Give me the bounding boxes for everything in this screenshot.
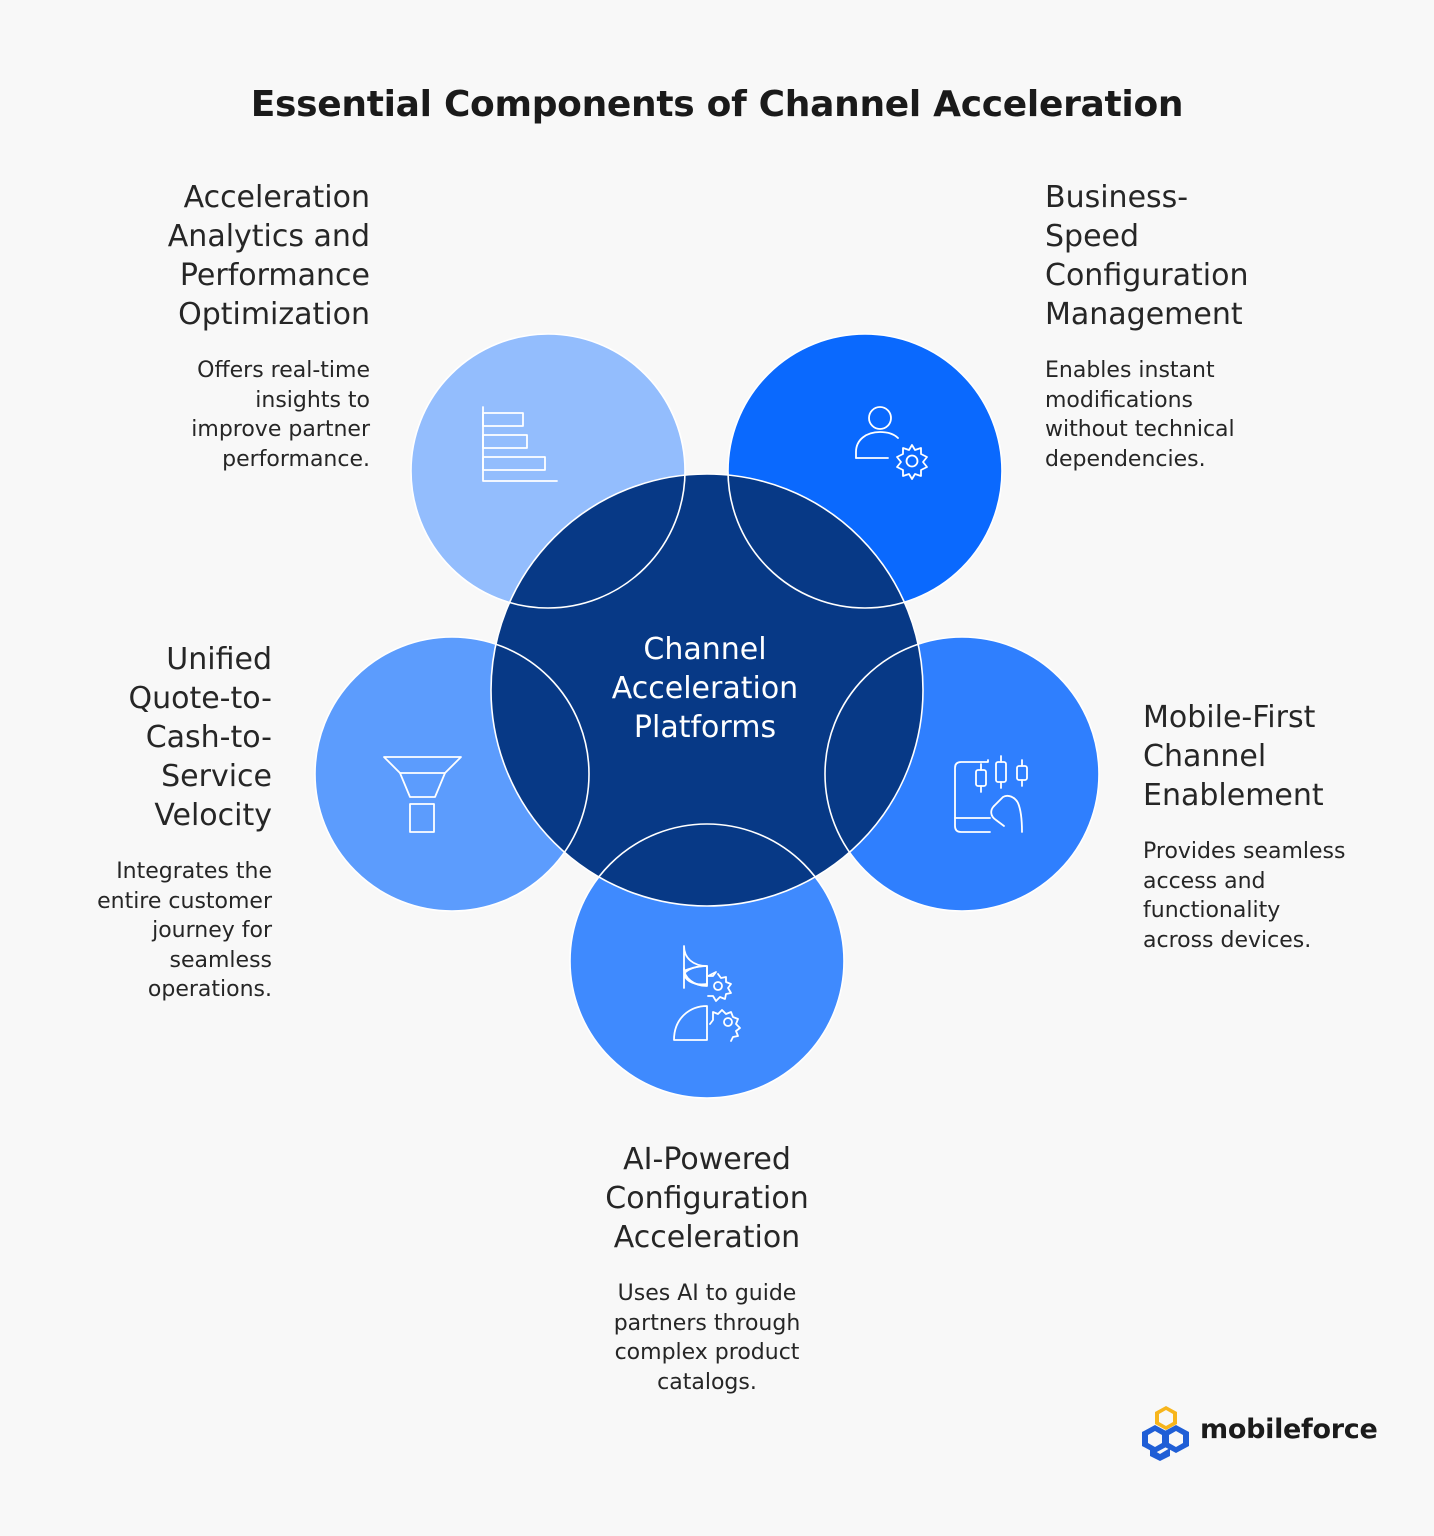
funnel-icon: [383, 756, 462, 833]
mobileforce-logo: mobileforce: [1196, 1414, 1378, 1445]
business-speed-block: Business- Speed Configuration Management…: [1045, 178, 1345, 474]
analytics-block: Acceleration Analytics and Performance O…: [70, 178, 370, 474]
ai-head-gears-icon: [673, 945, 741, 1042]
mobile-first-outline: [824, 636, 1100, 912]
page-title: Essential Components of Channel Accelera…: [250, 84, 1184, 125]
user-settings-icon: [855, 406, 928, 480]
business-speed-description: Enables instant modifications without te…: [1045, 358, 1235, 472]
bar-chart-icon: [482, 406, 558, 482]
unified-q2c-block: Unified Quote-to- Cash-to- Service Veloc…: [20, 640, 272, 1005]
ai-powered-block: AI-Powered Configuration Acceleration Us…: [537, 1140, 877, 1397]
ai-powered-heading: AI-Powered Configuration Acceleration: [605, 1142, 809, 1255]
analytics-heading: Acceleration Analytics and Performance O…: [167, 180, 370, 332]
ai-powered-description: Uses AI to guide partners through comple…: [613, 1281, 801, 1395]
business-speed-heading: Business- Speed Configuration Management: [1045, 180, 1249, 332]
business-speed-outline: [727, 333, 1003, 609]
hub-label: Channel Acceleration Platforms: [611, 632, 799, 745]
unified-q2c-description: Integrates the entire customer journey f…: [97, 859, 272, 1002]
hub-circle: [491, 474, 923, 906]
unified-q2c-heading: Unified Quote-to- Cash-to- Service Veloc…: [128, 642, 272, 833]
mobile-touch-icon: [954, 755, 1028, 833]
hub-outline: [490, 473, 924, 907]
mobile-first-block: Mobile-First Channel Enablement Provides…: [1143, 698, 1423, 955]
unified-q2c-outline: [314, 636, 590, 912]
mobile-first-heading: Mobile-First Channel Enablement: [1143, 700, 1324, 813]
mobileforce-logo-icon: [1142, 1406, 1189, 1461]
ai-powered-outline: [569, 823, 845, 1099]
logo-wordmark: mobileforce: [1200, 1414, 1378, 1445]
analytics-description: Offers real-time insights to improve par…: [191, 358, 370, 472]
analytics-outline: [410, 333, 686, 609]
mobile-first-description: Provides seamless access and functionali…: [1143, 839, 1346, 953]
